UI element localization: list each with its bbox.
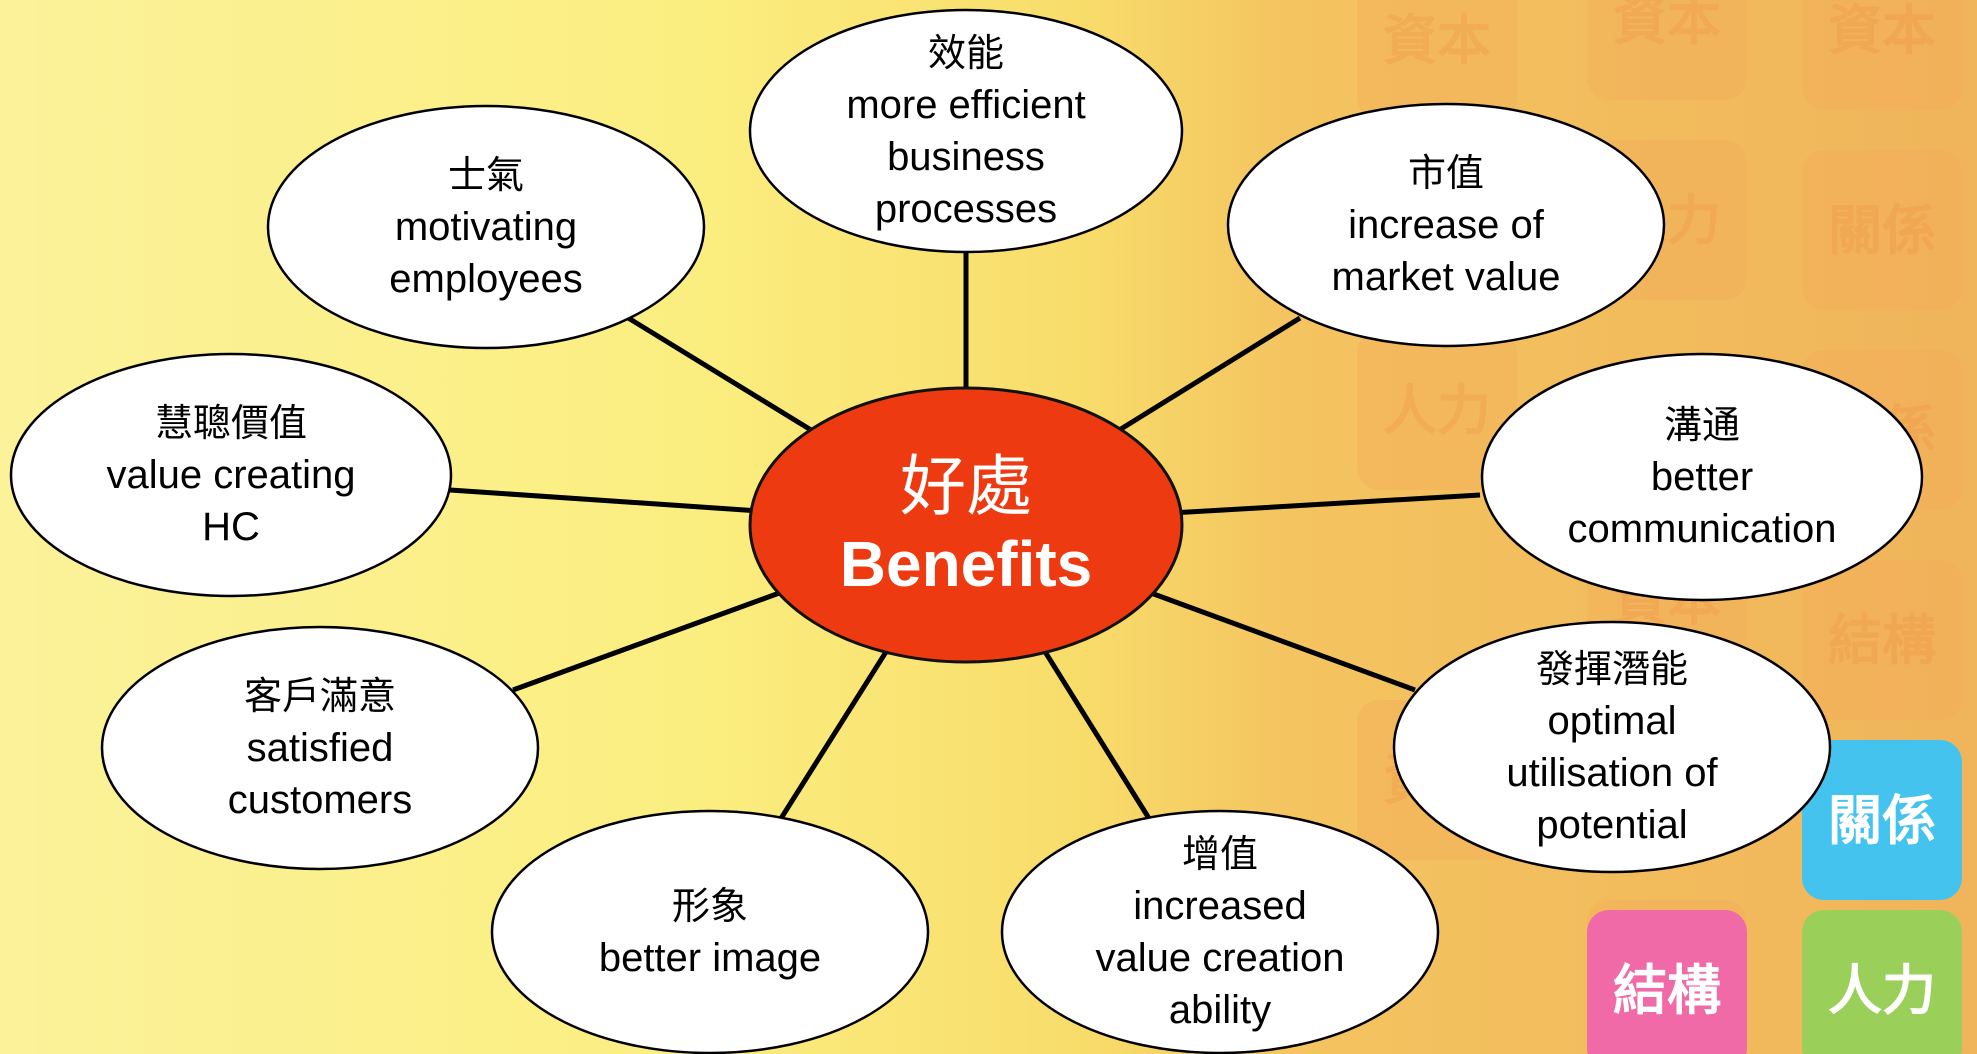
- node-title-zh: 發揮潛能: [1535, 647, 1689, 691]
- center-label: 好處 Benefits: [840, 448, 1093, 602]
- background-tile: 資本: [1802, 0, 1962, 110]
- node-potential: 發揮潛能 optimal utilisation of potential: [1506, 643, 1717, 851]
- node-ellipse-potential: [1392, 620, 1832, 874]
- node-title-zh: 效能: [927, 31, 1004, 75]
- node-communication: 溝通 better communication: [1567, 399, 1836, 555]
- node-title-en: increased value creation ability: [1095, 884, 1345, 1032]
- node-title-en: more efficient business processes: [846, 83, 1086, 231]
- background-tile: 關係: [1802, 740, 1962, 900]
- node-title-zh: 溝通: [1663, 403, 1741, 447]
- node-satisfaction: 客戶滿意 satisfied customers: [228, 670, 413, 826]
- node-ellipse-communication: [1480, 352, 1924, 602]
- node-title-en: motivating employees: [389, 205, 583, 301]
- node-title-en: better communication: [1567, 455, 1837, 551]
- background-tile: 人力: [1802, 910, 1962, 1054]
- background-tile: 關係: [1802, 150, 1962, 310]
- node-ellipse-value-added: [1000, 809, 1440, 1054]
- node-title-en: better image: [598, 936, 822, 980]
- node-title-zh: 慧聰價值: [154, 401, 308, 445]
- node-ellipse-efficiency: [748, 8, 1184, 254]
- background-tile: 資本: [1587, 0, 1747, 100]
- node-value-added: 增值 increased value creation ability: [1095, 828, 1344, 1036]
- background-tile: 資本: [1357, 0, 1517, 120]
- node-morale: 士氣 motivating employees: [389, 149, 582, 305]
- node-ellipse-hc-value: [9, 352, 453, 598]
- node-market-value: 市值 increase of market value: [1332, 147, 1561, 303]
- node-ellipse-market-value: [1226, 102, 1666, 348]
- node-title-en: increase of market value: [1331, 203, 1561, 299]
- node-title-zh: 士氣: [447, 153, 524, 197]
- node-image: 形象 better image: [599, 880, 821, 984]
- node-title-en: satisfied customers: [227, 726, 413, 822]
- node-hc-value: 慧聰價值 value creating HC: [106, 397, 355, 553]
- node-title-zh: 市值: [1407, 151, 1485, 195]
- node-ellipse-image: [490, 809, 930, 1054]
- background-tile: 結構: [1587, 910, 1747, 1054]
- node-efficiency: 效能 more efficient business processes: [846, 27, 1085, 235]
- node-title-en: value creating HC: [106, 453, 356, 549]
- node-title-zh: 形象: [671, 884, 748, 928]
- node-title-zh: 客戶滿意: [243, 674, 396, 718]
- center-title-zh: 好處: [900, 448, 1032, 525]
- node-ellipse-morale: [266, 104, 706, 350]
- node-title-zh: 增值: [1181, 832, 1259, 876]
- node-ellipse-satisfaction: [100, 625, 540, 871]
- node-title-en: optimal utilisation of potential: [1506, 699, 1718, 847]
- background-tile: 結構: [1802, 560, 1962, 720]
- center-title-en: Benefits: [839, 528, 1093, 600]
- center-ellipse: [748, 386, 1184, 664]
